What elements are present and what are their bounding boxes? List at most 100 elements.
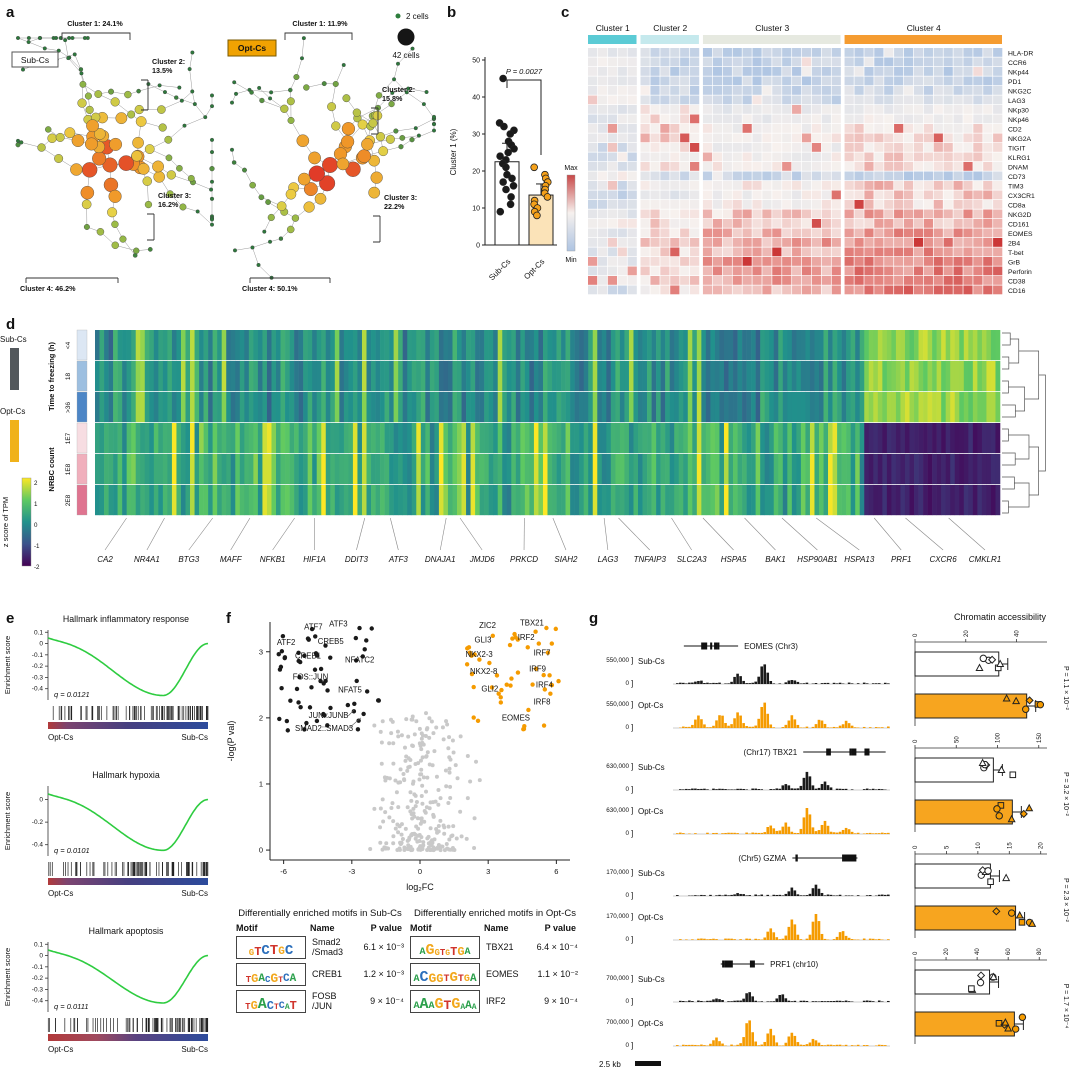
svg-text:150: 150 [1037, 732, 1043, 743]
svg-text:Opt-Cs: Opt-Cs [48, 733, 73, 742]
optcs-box [227, 39, 277, 57]
svg-text:Sub-Cs: Sub-Cs [638, 869, 665, 878]
cluster-header-bar [640, 35, 699, 44]
svg-text:HSPA13: HSPA13 [844, 555, 875, 564]
svg-text:Opt-Cs: Opt-Cs [0, 407, 25, 416]
svg-text:20: 20 [1039, 842, 1045, 849]
svg-text:NKG2A: NKG2A [1008, 136, 1032, 143]
col-motif: Motif [236, 923, 258, 934]
svg-text:0: 0 [418, 867, 422, 876]
svg-text:170,000: 170,000 [606, 913, 629, 920]
motif-table-optcs: Differentially enriched motifs in Opt-Cs… [410, 908, 580, 1017]
svg-text:ATF2: ATF2 [277, 638, 295, 647]
svg-text:CCR6: CCR6 [1008, 60, 1027, 67]
svg-text:SIAH2: SIAH2 [554, 555, 578, 564]
svg-text:CREB1: CREB1 [295, 651, 321, 660]
svg-text:TIM3: TIM3 [1008, 183, 1024, 190]
svg-text:CREB5: CREB5 [318, 637, 345, 646]
svg-text:BAK1: BAK1 [765, 555, 785, 564]
svg-text:630,000: 630,000 [606, 807, 629, 814]
svg-text:170,000: 170,000 [606, 869, 629, 876]
col-name: Name [484, 923, 509, 934]
svg-text:Cluster 1: 24.1%: Cluster 1: 24.1% [67, 19, 123, 28]
svg-text:CXCR6: CXCR6 [930, 555, 958, 564]
svg-text:EOMES: EOMES [502, 714, 530, 723]
svg-text:0: 0 [625, 892, 629, 899]
svg-text:Sub-Cs: Sub-Cs [487, 257, 512, 282]
svg-text:NFKB1: NFKB1 [260, 555, 286, 564]
svg-text:]: ] [631, 997, 633, 1006]
svg-text:CD73: CD73 [1008, 174, 1026, 181]
svg-text:EOMES (Chr3): EOMES (Chr3) [744, 642, 798, 651]
svg-text:5: 5 [944, 845, 950, 849]
cluster-header-bar [702, 35, 841, 44]
svg-text:2.5 kb: 2.5 kb [599, 1060, 621, 1069]
motif-pvalue: 6.1 × 10⁻³ [363, 942, 404, 953]
svg-text:]: ] [631, 656, 633, 665]
svg-text:Hallmark hypoxia: Hallmark hypoxia [92, 770, 160, 780]
svg-text:JUN::JUNB: JUN::JUNB [309, 711, 349, 720]
svg-text:30: 30 [472, 132, 480, 139]
col-name: Name [310, 923, 335, 934]
svg-text:20: 20 [944, 948, 950, 955]
mst-plot-Opt-Cs [229, 36, 437, 280]
svg-text:NFAT5: NFAT5 [338, 686, 362, 695]
svg-text:IRF8: IRF8 [534, 698, 551, 707]
svg-text:EOMES: EOMES [1008, 231, 1033, 238]
svg-text:0: 0 [913, 739, 919, 743]
svg-text:0: 0 [625, 724, 629, 731]
svg-text:HLA-DR: HLA-DR [1008, 50, 1033, 57]
svg-text:PRF1 (chr10): PRF1 (chr10) [770, 960, 818, 969]
svg-text:CX3CR1: CX3CR1 [1008, 193, 1035, 200]
svg-text:z score of TPM: z score of TPM [1, 497, 10, 547]
motif-pvalue: 1.2 × 10⁻³ [363, 969, 404, 980]
svg-text:16.2%: 16.2% [158, 200, 179, 209]
svg-text:ZIC2: ZIC2 [479, 621, 496, 630]
svg-text:]: ] [631, 679, 633, 688]
motif-pvalue: 9 × 10⁻⁴ [544, 996, 578, 1007]
panel-label-b: b [447, 4, 457, 21]
svg-text:-6: -6 [280, 867, 287, 876]
svg-text:0: 0 [913, 633, 919, 637]
svg-text:(Chr5) GZMA: (Chr5) GZMA [738, 854, 787, 863]
svg-text:0: 0 [476, 243, 480, 250]
svg-text:NKp44: NKp44 [1008, 69, 1029, 76]
svg-text:CD8a: CD8a [1008, 202, 1026, 209]
svg-text:Chromatin accessibility: Chromatin accessibility [954, 612, 1047, 622]
svg-text:15.8%: 15.8% [382, 94, 403, 103]
svg-text:]: ] [631, 1041, 633, 1050]
svg-text:HSP90AB1: HSP90AB1 [797, 555, 837, 564]
svg-text:NR4A1: NR4A1 [134, 555, 160, 564]
svg-text:IRF7: IRF7 [534, 649, 551, 658]
svg-text:BTG3: BTG3 [178, 555, 199, 564]
motif-name: FOSB /JUN [312, 990, 337, 1011]
svg-text:CD161: CD161 [1008, 221, 1029, 228]
svg-text:60: 60 [1006, 948, 1012, 955]
svg-text:0: 0 [39, 641, 43, 648]
svg-text:Min: Min [565, 257, 576, 264]
svg-text:Cluster 4: 46.2%: Cluster 4: 46.2% [20, 284, 76, 293]
motif-name: EOMES [486, 968, 519, 979]
svg-text:NKX2-3: NKX2-3 [465, 650, 492, 659]
svg-text:-3: -3 [348, 867, 355, 876]
svg-text:P = 1.1 × 10⁻²: P = 1.1 × 10⁻² [1062, 666, 1069, 711]
col-pvalue: P value [370, 923, 402, 934]
svg-text:TNFAIP3: TNFAIP3 [634, 555, 667, 564]
svg-text:]: ] [631, 785, 633, 794]
panel-label-g: g [589, 610, 599, 627]
svg-text:-0.1: -0.1 [32, 652, 44, 659]
motif-name: CREB1 [312, 968, 343, 979]
svg-text:6: 6 [554, 867, 558, 876]
svg-text:NKG2C: NKG2C [1008, 88, 1032, 95]
svg-text:Cluster 4: 50.1%: Cluster 4: 50.1% [242, 284, 298, 293]
